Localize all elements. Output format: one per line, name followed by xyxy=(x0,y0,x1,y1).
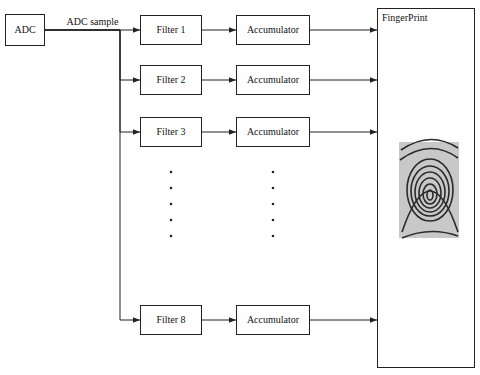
node-label: FingerPrint xyxy=(382,12,428,24)
fingerprint-image xyxy=(399,139,459,238)
signal-arrow xyxy=(202,132,236,133)
adc-box: ADC xyxy=(5,14,45,46)
filter-box: Filter 2 xyxy=(140,65,202,95)
signal-arrow xyxy=(202,80,236,81)
ellipsis-dots xyxy=(170,171,275,238)
signal-arrow xyxy=(310,80,377,81)
accumulator-box: Accumulator xyxy=(236,15,310,45)
filter-box: Filter 3 xyxy=(140,117,202,147)
node-label: ADC xyxy=(14,24,35,36)
signal-arrow xyxy=(45,30,140,320)
node-label: Filter 3 xyxy=(156,126,185,138)
signal-arrow xyxy=(310,320,377,321)
fingerprint-box: FingerPrint xyxy=(377,8,475,368)
filter-box: Filter 8 xyxy=(140,305,202,335)
node-label: Accumulator xyxy=(247,126,299,138)
filter-box: Filter 1 xyxy=(140,15,202,45)
signal-arrow xyxy=(45,30,140,132)
signal-arrow xyxy=(45,30,140,80)
node-label: Accumulator xyxy=(247,24,299,36)
edge-label: ADC sample xyxy=(66,16,120,28)
node-label: Filter 1 xyxy=(156,24,185,36)
signal-arrow xyxy=(310,132,377,133)
node-label: Accumulator xyxy=(247,74,299,86)
signal-arrow xyxy=(202,30,236,31)
accumulator-box: Accumulator xyxy=(236,305,310,335)
node-label: Filter 8 xyxy=(156,314,185,326)
node-label: Accumulator xyxy=(247,314,299,326)
accumulator-box: Accumulator xyxy=(236,65,310,95)
node-label: Filter 2 xyxy=(156,74,185,86)
signal-arrow xyxy=(310,30,377,31)
accumulator-box: Accumulator xyxy=(236,117,310,147)
signal-arrow xyxy=(202,320,236,321)
